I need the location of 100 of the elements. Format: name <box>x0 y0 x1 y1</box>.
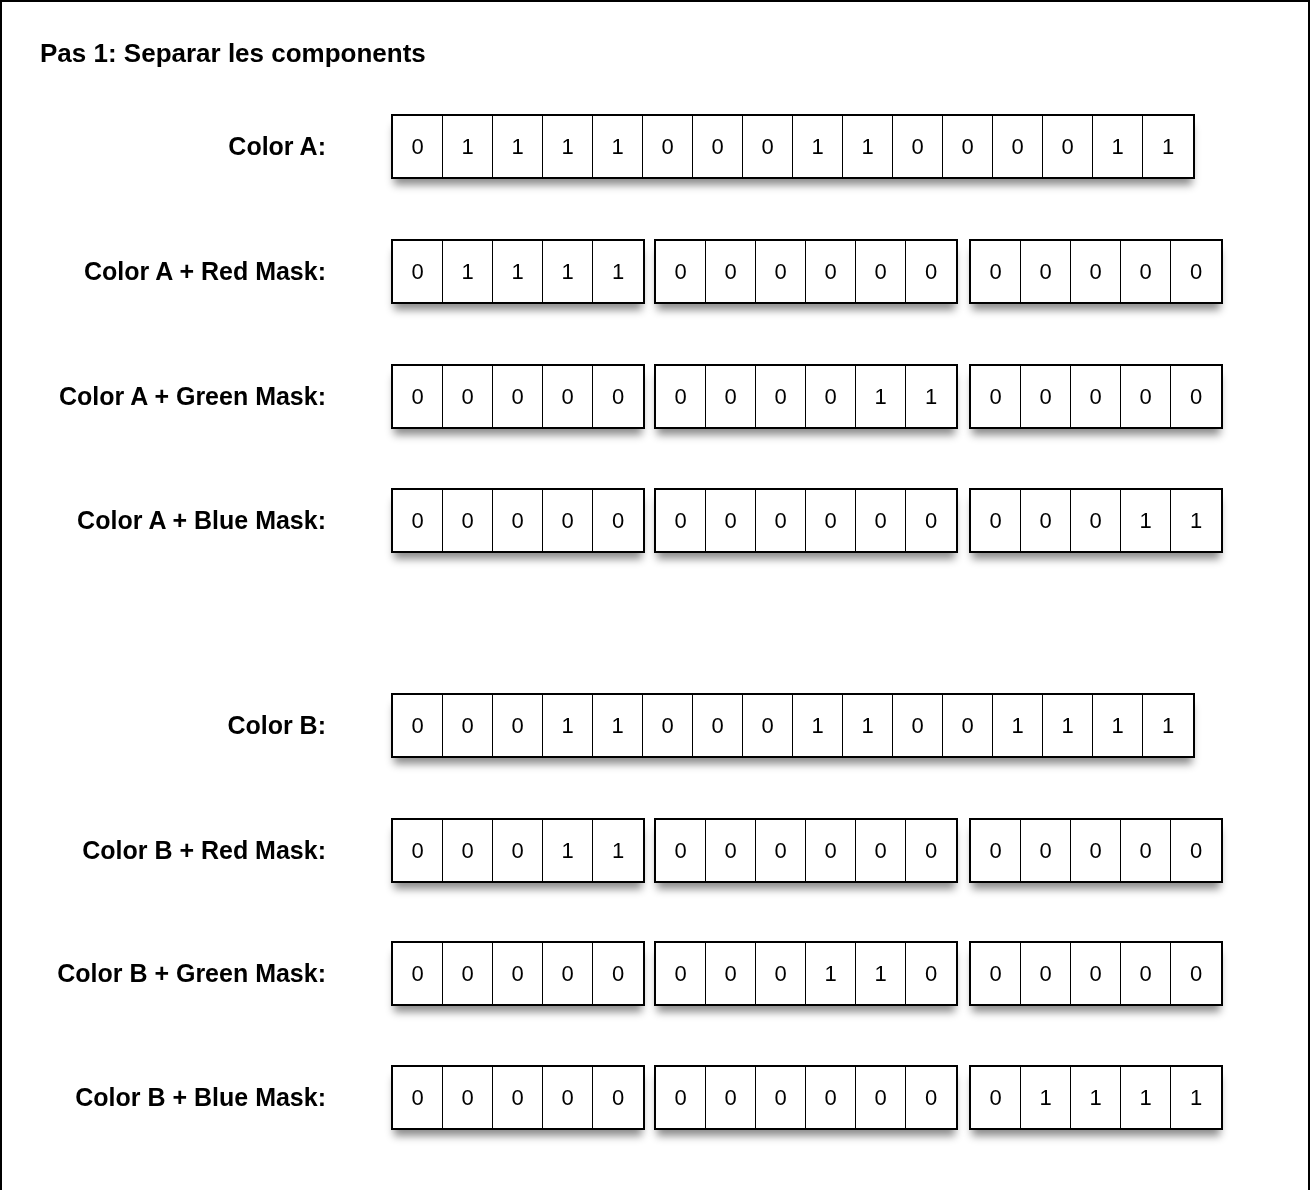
bit-cell: 0 <box>1121 366 1171 427</box>
bit-group-box <box>969 364 1223 429</box>
bit-group-box <box>654 364 958 429</box>
bit-cell: 0 <box>756 241 806 302</box>
bit-group-box <box>654 1065 958 1130</box>
bit-cell: 1 <box>593 241 643 302</box>
bit-cell: 0 <box>756 943 806 1004</box>
bit-cell: 0 <box>1121 943 1171 1004</box>
bit-cell: 1 <box>1171 490 1221 551</box>
bit-group-box <box>391 693 1195 758</box>
bit-cell: 0 <box>1071 490 1121 551</box>
bit-group-box <box>969 818 1223 883</box>
bit-cell: 1 <box>593 820 643 881</box>
bit-cell: 1 <box>1171 1067 1221 1128</box>
bit-group-box <box>654 941 958 1006</box>
bit-cell: 0 <box>906 1067 956 1128</box>
bit-cell: 0 <box>756 820 806 881</box>
bit-cell: 0 <box>706 490 756 551</box>
bit-cell: 0 <box>893 695 943 756</box>
bit-cell: 0 <box>393 116 443 177</box>
bit-cell: 1 <box>793 116 843 177</box>
bit-cell: 0 <box>856 820 906 881</box>
bit-cell: 0 <box>443 820 493 881</box>
bit-cell: 1 <box>543 820 593 881</box>
bit-group-box <box>969 239 1223 304</box>
bit-cell: 1 <box>1143 695 1193 756</box>
bit-cell: 0 <box>706 366 756 427</box>
bit-cell: 0 <box>656 490 706 551</box>
bit-cell: 0 <box>443 943 493 1004</box>
bit-cell: 0 <box>493 820 543 881</box>
bit-cell: 0 <box>393 241 443 302</box>
bit-cell: 0 <box>806 1067 856 1128</box>
bit-cell: 1 <box>806 943 856 1004</box>
bit-cell: 0 <box>493 695 543 756</box>
bit-group-box <box>654 239 958 304</box>
bit-cell: 0 <box>493 490 543 551</box>
bit-cell: 0 <box>543 1067 593 1128</box>
bit-cell: 0 <box>756 490 806 551</box>
bit-cell: 1 <box>443 241 493 302</box>
bit-cell: 0 <box>906 490 956 551</box>
row-label: Color B + Green Mask: <box>57 958 326 988</box>
bit-cell: 0 <box>493 943 543 1004</box>
bit-cell: 0 <box>1043 116 1093 177</box>
bit-group-box <box>391 941 645 1006</box>
row-label: Color B: <box>227 710 326 740</box>
bit-group-box <box>391 1065 645 1130</box>
bit-cell: 0 <box>971 1067 1021 1128</box>
bit-cell: 1 <box>543 116 593 177</box>
bit-cell: 0 <box>906 820 956 881</box>
bit-cell: 0 <box>856 1067 906 1128</box>
bit-cell: 0 <box>593 490 643 551</box>
bit-cell: 0 <box>1171 366 1221 427</box>
bit-cell: 0 <box>1071 241 1121 302</box>
bit-cell: 0 <box>656 943 706 1004</box>
bit-cell: 0 <box>856 490 906 551</box>
bit-cell: 0 <box>656 1067 706 1128</box>
row-label: Color B + Red Mask: <box>82 835 326 865</box>
bit-group-box <box>969 941 1223 1006</box>
bit-cell: 0 <box>943 695 993 756</box>
bit-cell: 0 <box>1021 943 1071 1004</box>
bit-cell: 0 <box>593 366 643 427</box>
bit-cell: 0 <box>706 241 756 302</box>
bit-cell: 0 <box>393 943 443 1004</box>
bit-cell: 0 <box>743 116 793 177</box>
bit-cell: 0 <box>656 241 706 302</box>
bit-cell: 0 <box>706 943 756 1004</box>
bit-cell: 0 <box>693 116 743 177</box>
bit-cell: 1 <box>1043 695 1093 756</box>
bit-cell: 1 <box>443 116 493 177</box>
row-label: Color B + Blue Mask: <box>75 1082 326 1112</box>
bit-group-box <box>391 818 645 883</box>
bit-cell: 1 <box>1093 116 1143 177</box>
bit-cell: 0 <box>943 116 993 177</box>
bit-group-box <box>391 488 645 553</box>
bit-cell: 0 <box>543 490 593 551</box>
bit-group-box <box>654 818 958 883</box>
bit-cell: 0 <box>971 820 1021 881</box>
bit-cell: 0 <box>756 366 806 427</box>
bit-cell: 0 <box>856 241 906 302</box>
bit-group-box <box>654 488 958 553</box>
bit-cell: 0 <box>443 366 493 427</box>
bit-cell: 0 <box>1121 820 1171 881</box>
bit-cell: 0 <box>493 1067 543 1128</box>
bit-cell: 0 <box>1021 820 1071 881</box>
bit-cell: 0 <box>993 116 1043 177</box>
bit-cell: 0 <box>643 695 693 756</box>
bit-cell: 0 <box>1021 241 1071 302</box>
bit-cell: 1 <box>543 695 593 756</box>
row-label: Color A + Blue Mask: <box>77 505 326 535</box>
bit-cell: 0 <box>1121 241 1171 302</box>
bit-cell: 0 <box>1171 241 1221 302</box>
bit-cell: 0 <box>971 366 1021 427</box>
bit-cell: 0 <box>643 116 693 177</box>
bit-cell: 0 <box>806 366 856 427</box>
bit-cell: 1 <box>1121 490 1171 551</box>
bit-cell: 1 <box>543 241 593 302</box>
bit-cell: 0 <box>971 490 1021 551</box>
bit-cell: 1 <box>1121 1067 1171 1128</box>
bit-cell: 0 <box>743 695 793 756</box>
bit-group-box <box>969 1065 1223 1130</box>
